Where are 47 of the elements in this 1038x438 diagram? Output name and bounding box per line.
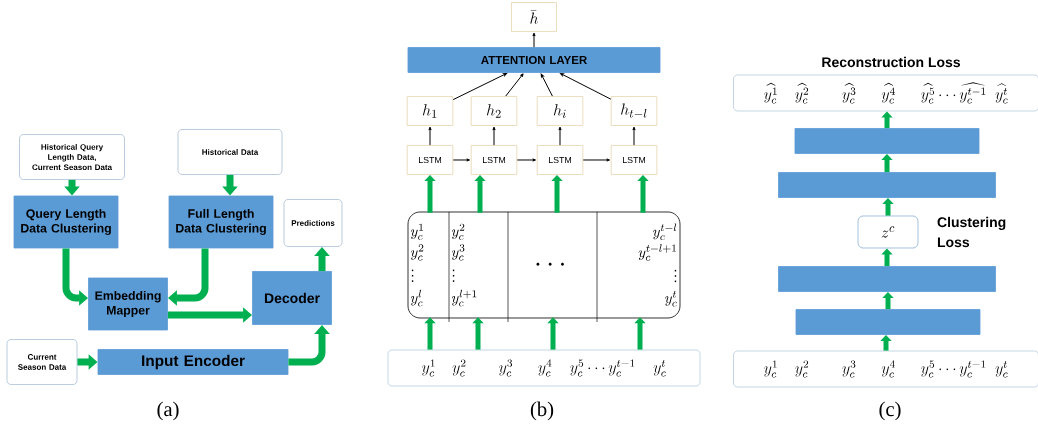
data-box: Historical Query Length Data, Current Season Data <box>19 134 125 180</box>
hidden-state-box: $h_2$ <box>470 96 518 126</box>
arrow <box>452 73 508 101</box>
output-box: $\bar{h}$ <box>511 2 557 32</box>
heading: Reconstruction Loss <box>822 56 961 68</box>
window-column: $y_c^1$ $y_c^2$ $\vdots$ $y_c^l$ <box>410 211 450 323</box>
window-column: $y_c^{t-l}$ $y_c^{t-l+1}$ $\vdots$ $y_c^t$ <box>638 223 677 307</box>
arrow <box>492 126 496 146</box>
panel-label: (a) <box>157 401 179 421</box>
output-box: Predictions <box>283 199 343 247</box>
process-box: Input Encoder <box>97 349 289 375</box>
data-box: Historical Data <box>177 129 283 175</box>
process-box: Embedding Mapper <box>88 277 168 331</box>
layer-bar <box>778 172 996 198</box>
side-label: Clustering Loss <box>937 216 1006 248</box>
layer-bar: ATTENTION LAYER <box>407 47 661 73</box>
arrow <box>532 32 536 48</box>
window-column: $y_c^2$ $y_c^3$ $\vdots$ $y_c^{l+1}$ <box>451 211 509 323</box>
arrow <box>540 73 553 97</box>
lstm-box: LSTM <box>470 145 518 175</box>
hidden-state-box: $h_{t-l}$ <box>610 96 658 126</box>
window-box <box>407 211 681 319</box>
arrow <box>516 158 536 162</box>
sequence-box: $y_c^1\quad y_c^2\qquad y_c^3\quad\; y_c^4\;\; y_c^5\cdots y_c^{t-1}\;\; y_c^t$ <box>387 349 701 387</box>
hidden-state-box: $h_1$ <box>406 96 454 126</box>
latent-box: $z^c$ <box>857 215 919 249</box>
arrow <box>632 126 636 146</box>
sequence-box: $\widehat{y_c^1}\;\; \widehat{y_c^2}\quad\;\; \widehat{y_c^3}\;\;\; \widehat{y_c^4}\;\;\; \widehat{y_c^5}\cdots\widehat{y_c^{t-1}}\; \widehat{y_c^t}$ <box>733 74 1038 112</box>
layer-bar <box>794 128 980 154</box>
lstm-box: LSTM <box>406 145 454 175</box>
sequence-box: $y_c^1\;\; y_c^2\quad\;\; y_c^3\;\;\; y_c^4\;\;\; y_c^5\cdots y_c^{t-1}\; y_c^t$ <box>733 350 1038 388</box>
process-box: Decoder <box>252 271 332 325</box>
window-column: $\cdots$ <box>536 211 598 323</box>
hidden-state-box: $h_i$ <box>536 96 584 126</box>
arrow <box>558 126 562 146</box>
arrow <box>559 73 612 100</box>
layer-bar <box>795 309 981 335</box>
process-box: Query Length Data Clustering <box>13 195 119 249</box>
arrow <box>452 158 470 162</box>
arrow <box>505 73 524 97</box>
arrow <box>582 158 610 162</box>
lstm-box: LSTM <box>610 145 658 175</box>
lstm-box: LSTM <box>536 145 584 175</box>
arrow <box>428 126 432 146</box>
process-box: Full Length Data Clustering <box>168 195 274 249</box>
data-box: Current Season Data <box>6 339 78 385</box>
layer-bar <box>778 266 996 292</box>
